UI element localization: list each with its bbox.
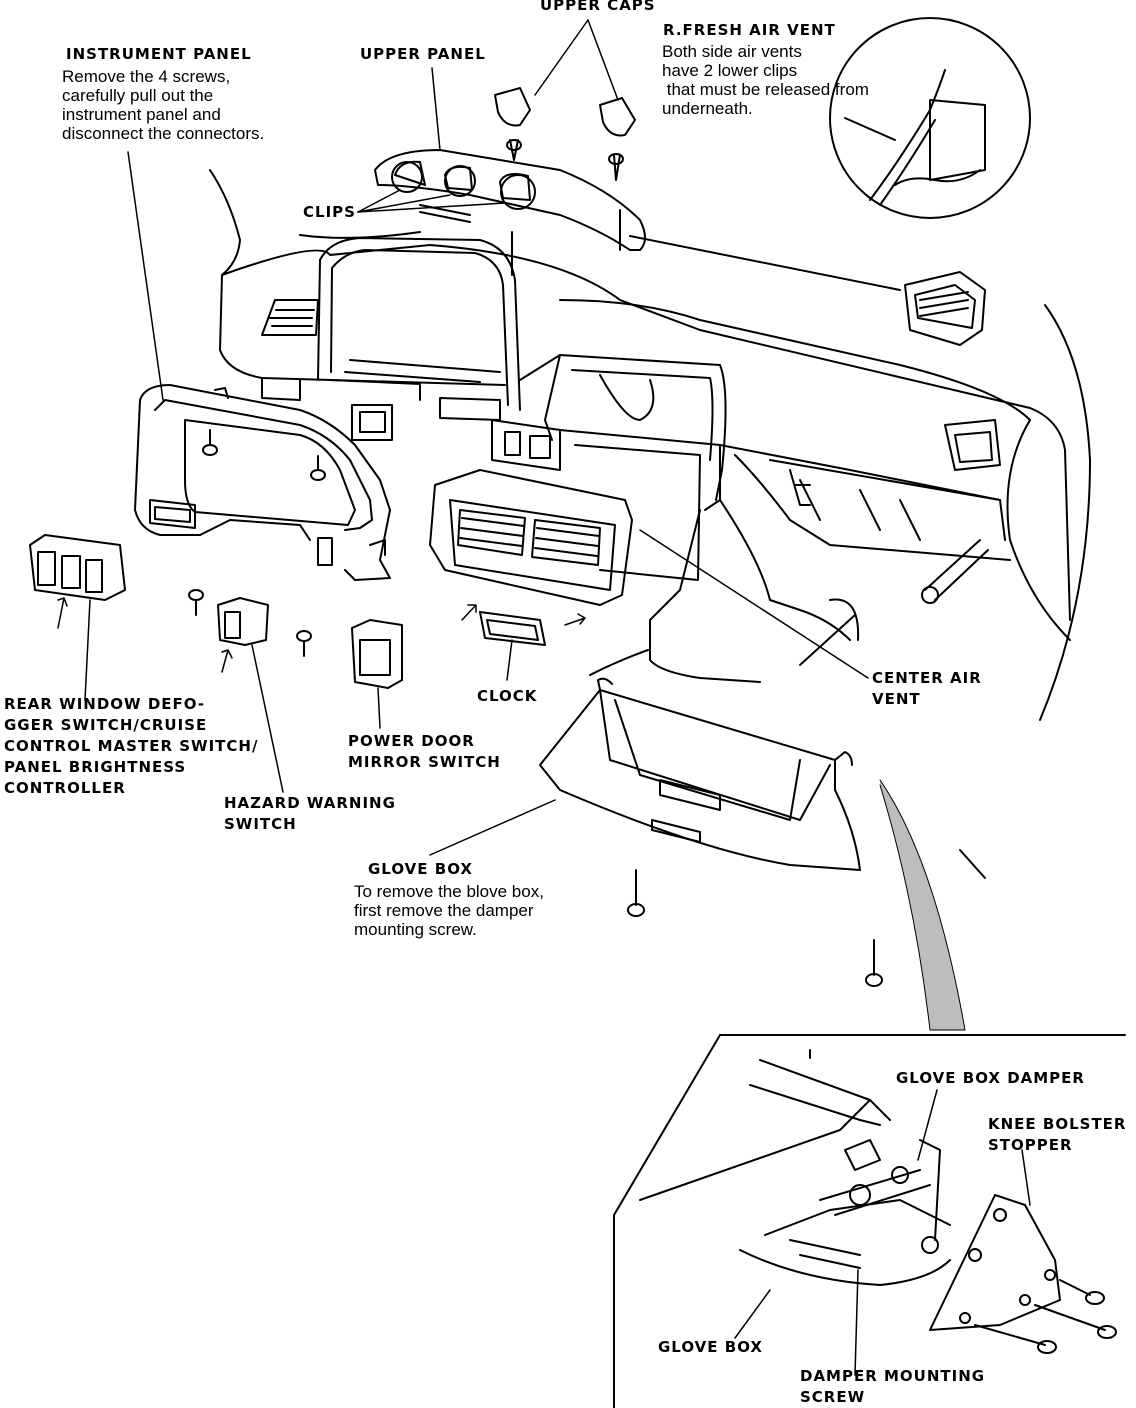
detail-pointer <box>880 780 965 1030</box>
upper-caps <box>495 88 635 180</box>
note-instrument-panel: Remove the 4 screws, carefully pull out … <box>62 67 265 143</box>
label-rear-window-defogger: REAR WINDOW DEFO- GGER SWITCH/CRUISE CON… <box>4 695 259 797</box>
label-hazard-warning-switch: HAZARD WARNING SWITCH <box>224 794 396 833</box>
label-knee-bolster-stopper: KNEE BOLSTER STOPPER <box>988 1115 1127 1154</box>
instrument-panel <box>135 385 390 580</box>
label-power-door-mirror-switch: POWER DOOR MIRROR SWITCH <box>348 732 501 771</box>
label-upper-panel: UPPER PANEL <box>360 45 486 63</box>
glove-box <box>540 679 860 870</box>
label-instrument-panel: INSTRUMENT PANEL <box>66 45 252 63</box>
label-upper-caps: UPPER CAPS <box>540 0 656 14</box>
label-glove-box: GLOVE BOX <box>368 860 473 878</box>
label-fresh-air-vent: R.FRESH AIR VENT <box>663 21 836 39</box>
label-damper-mounting-screw: DAMPER MOUNTING SCREW <box>800 1367 986 1406</box>
glove-box-detail-inset <box>614 1035 1125 1408</box>
leader-lines <box>85 20 1030 1375</box>
label-clock: CLOCK <box>477 687 538 705</box>
label-glove-box-detail: GLOVE BOX <box>658 1338 763 1356</box>
note-fresh-air-vent: Both side air vents have 2 lower clips t… <box>662 42 869 118</box>
label-center-air-vent: CENTER AIR VENT <box>872 669 982 708</box>
arrow-marks <box>58 598 585 672</box>
label-glove-box-damper: GLOVE BOX DAMPER <box>896 1069 1085 1087</box>
center-air-vent <box>430 470 632 645</box>
dashboard-body <box>210 170 1090 878</box>
fresh-air-vent <box>830 18 1030 345</box>
switch-assemblies <box>30 535 402 688</box>
loose-screws <box>189 590 882 986</box>
note-glove-box: To remove the blove box, first remove th… <box>354 882 544 939</box>
label-clips: CLIPS <box>303 203 356 221</box>
